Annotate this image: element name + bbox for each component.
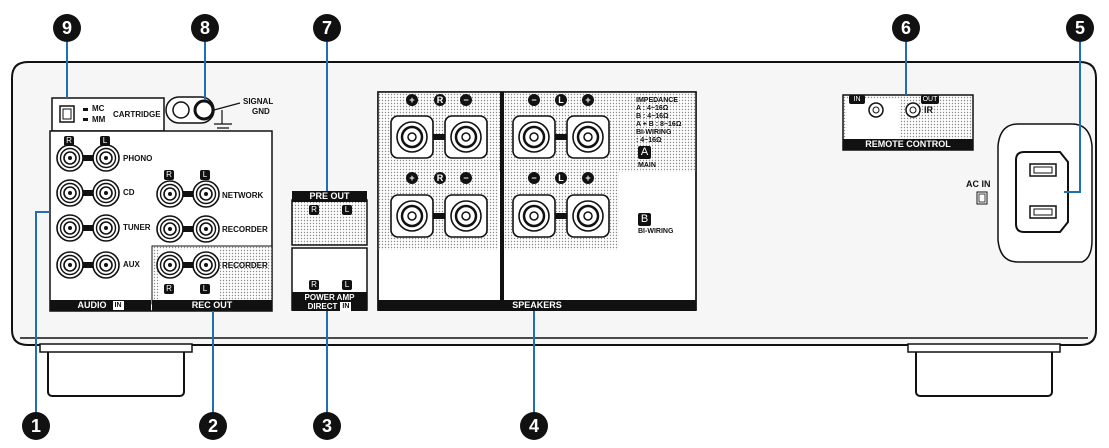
audio-l-badge: L [100, 136, 110, 146]
gnd-label: GND [252, 107, 270, 116]
rca-cd-jacks[interactable] [56, 179, 120, 207]
poweramp-l-badge: L [342, 280, 352, 290]
rca-network-jacks[interactable] [156, 180, 220, 208]
network-label: NETWORK [222, 191, 264, 200]
left-foot [47, 345, 185, 397]
speaker-b-badge: B [638, 213, 651, 226]
rca-recorder-in-jacks[interactable] [156, 215, 220, 243]
speaker-b-label: BI-WIRING [638, 228, 674, 235]
rca-aux-jacks[interactable] [56, 251, 120, 279]
rca-phono-jacks[interactable] [56, 144, 120, 172]
svg-text:+: + [585, 95, 590, 105]
svg-text:−: − [531, 95, 536, 105]
recout-l-badge: L [200, 284, 210, 294]
rca-tuner-jacks[interactable] [56, 214, 120, 242]
cartridge-mc-label: MC [92, 104, 105, 113]
svg-text:R: R [437, 95, 444, 105]
callout-3: 3 [313, 412, 341, 440]
pre-out-panel [291, 199, 368, 246]
callout-4: 4 [520, 412, 548, 440]
r-channel-icon: R [434, 94, 446, 106]
svg-text:L: L [558, 95, 564, 105]
aux-label: AUX [123, 260, 140, 269]
recorder-out-label: RECORDER [222, 261, 268, 270]
r-channel-icon: R [434, 172, 446, 184]
pre-out-title: PRE OUT [292, 191, 367, 202]
svg-text:L: L [558, 173, 564, 183]
speaker-a-badge: A [638, 146, 651, 159]
svg-text:+: + [409, 95, 414, 105]
right-foot [915, 345, 1053, 397]
rca-recorder-out-jacks[interactable] [156, 251, 220, 279]
plus-icon: + [406, 172, 418, 184]
svg-text:+: + [409, 173, 414, 183]
callout-9: 9 [53, 14, 81, 42]
callout-lines [35, 42, 1081, 421]
speaker-a-right-terminals[interactable] [390, 115, 488, 159]
poweramp-r-badge: R [309, 280, 319, 290]
plus-icon: + [406, 94, 418, 106]
recout-r-badge: R [164, 284, 174, 294]
speaker-a-left-terminals[interactable] [512, 115, 610, 159]
callout-2: 2 [199, 412, 227, 440]
cd-label: CD [123, 188, 135, 197]
plus-icon: + [582, 94, 594, 106]
minus-icon: − [528, 94, 540, 106]
callout-5: 5 [1066, 14, 1094, 42]
callout-8: 8 [191, 14, 219, 42]
svg-text:−: − [463, 173, 468, 183]
remote-out-badge: OUT [921, 95, 939, 104]
l-channel-icon: L [555, 172, 567, 184]
remote-in-badge: IN [849, 95, 865, 104]
phono-label: PHONO [123, 154, 153, 163]
cartridge-mm-label: MM [92, 115, 106, 124]
remote-ir-label: IR [924, 105, 933, 115]
speaker-b-left-terminals[interactable] [512, 194, 610, 238]
audio-r-badge: R [64, 136, 74, 146]
callout-1: 1 [22, 412, 50, 440]
preout-l-badge: L [342, 205, 352, 215]
cartridge-label: CARTRIDGE [113, 110, 161, 119]
plus-icon: + [582, 172, 594, 184]
callout-7: 7 [313, 14, 341, 42]
tuner-label: TUNER [123, 223, 151, 232]
callout-6: 6 [892, 14, 920, 42]
speaker-a-label: MAIN [638, 162, 656, 169]
ac-in-label: AC IN [966, 179, 991, 189]
rec-out-footer: REC OUT [152, 300, 272, 311]
speaker-b-right-terminals[interactable] [390, 194, 488, 238]
svg-text:+: + [585, 173, 590, 183]
preout-r-badge: R [309, 205, 319, 215]
svg-text:R: R [437, 173, 444, 183]
remote-control-footer: REMOTE CONTROL [843, 139, 973, 150]
minus-icon: − [460, 172, 472, 184]
svg-text:−: − [531, 173, 536, 183]
l-channel-icon: L [555, 94, 567, 106]
signal-label: SIGNAL [243, 97, 274, 106]
impedance-block: IMPEDANCE A : 4~16Ω B : 4~16Ω A + B : 8~… [636, 97, 682, 144]
svg-text:−: − [463, 95, 468, 105]
minus-icon: − [528, 172, 540, 184]
minus-icon: − [460, 94, 472, 106]
audio-l2-badge: L [200, 170, 210, 180]
speakers-footer: SPEAKERS [378, 300, 696, 311]
audio-r2-badge: R [164, 170, 174, 180]
recorder-in-label: RECORDER [222, 225, 268, 234]
